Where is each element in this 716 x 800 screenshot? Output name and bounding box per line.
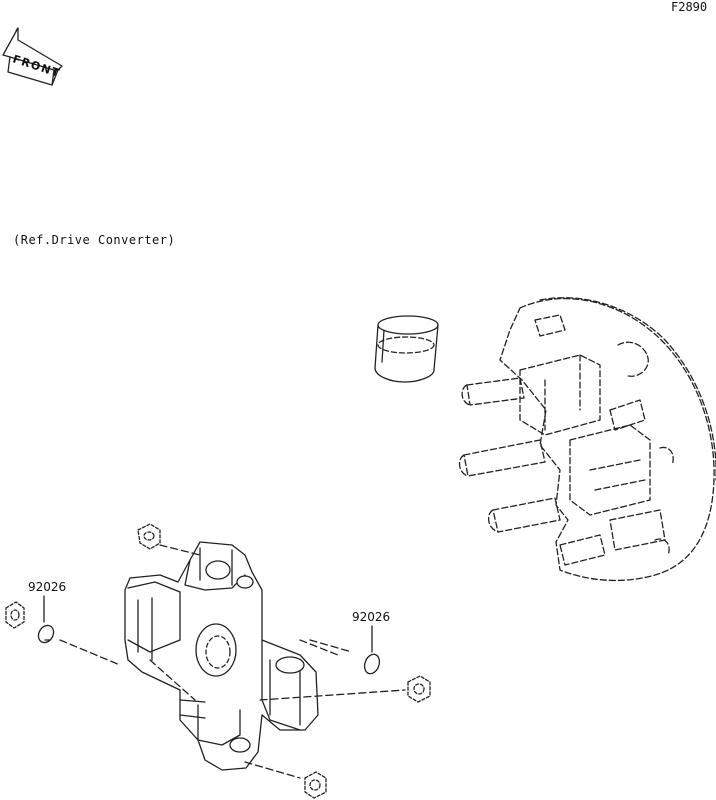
part-number-label-right[interactable]: 92026: [352, 610, 391, 624]
part-number-label-left[interactable]: 92026: [28, 580, 67, 594]
mounting-bracket: [124, 541, 319, 771]
nut-top-left: [137, 523, 161, 550]
drive-converter-outline: [458, 297, 716, 582]
o-ring-left[interactable]: [35, 595, 56, 645]
nut-left: [5, 601, 25, 629]
reference-note: (Ref.Drive Converter): [13, 233, 176, 247]
front-arrow-icon: FRONT: [2, 27, 63, 86]
bushing-sleeve: [374, 315, 439, 383]
nut-bottom: [304, 771, 327, 799]
alignment-lines: [44, 544, 406, 779]
nut-right: [407, 675, 431, 703]
figure-id: F2890: [671, 0, 708, 14]
o-ring-right[interactable]: [362, 625, 382, 676]
